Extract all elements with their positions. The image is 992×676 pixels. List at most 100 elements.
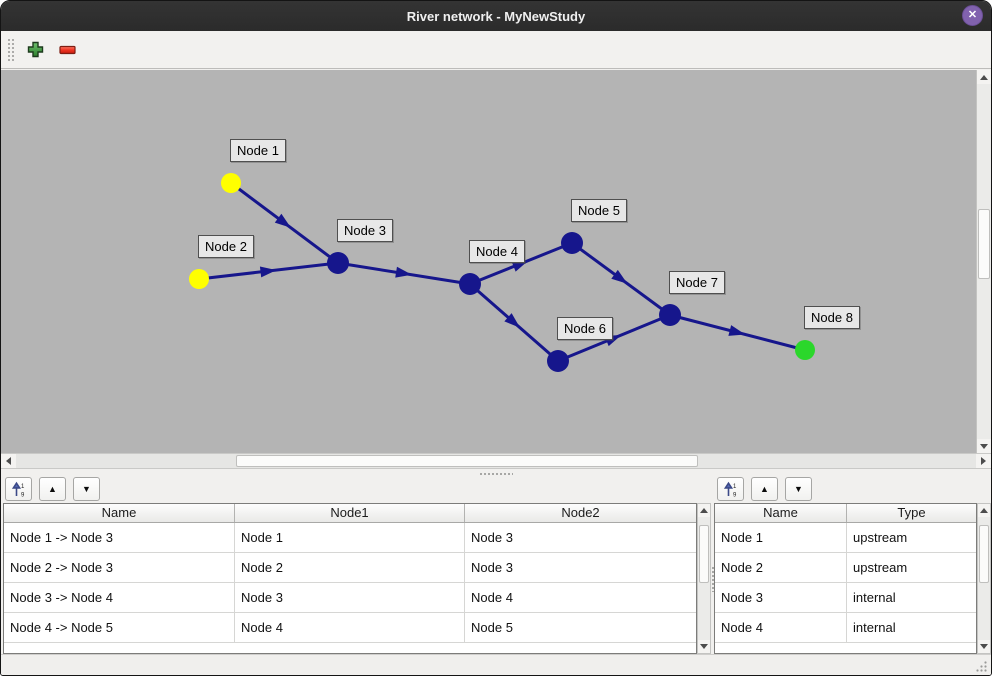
branches-controls: 1 9 ▲ ▼ (5, 477, 100, 501)
horizontal-scroll-thumb[interactable] (236, 455, 698, 467)
sort-numeric-icon: 1 9 (723, 481, 737, 498)
branches-move-down-button[interactable]: ▼ (73, 477, 100, 501)
table-cell[interactable]: Node 2 (235, 553, 465, 582)
table-cell[interactable]: Node 3 (471, 560, 513, 575)
table-cell[interactable]: upstream (853, 530, 908, 545)
sort-numeric-icon: 1 9 (11, 481, 25, 498)
canvas-horizontal-scrollbar[interactable] (1, 453, 991, 469)
table-cell[interactable]: Node 3 (471, 530, 513, 545)
table-cell[interactable]: Node 2 (715, 553, 847, 582)
svg-text:1: 1 (733, 483, 737, 489)
table-cell[interactable]: Node 1 (235, 523, 465, 552)
remove-icon (59, 45, 76, 54)
vertical-scroll-thumb[interactable] (979, 525, 989, 583)
graph-node[interactable] (561, 232, 583, 254)
scroll-down-button[interactable] (978, 640, 990, 653)
branches-move-up-button[interactable]: ▲ (39, 477, 66, 501)
column-header[interactable]: Name (715, 504, 847, 522)
table-cell[interactable]: Node 1 -> Node 3 (4, 523, 235, 552)
nodes-move-up-button[interactable]: ▲ (751, 477, 778, 501)
scroll-up-button[interactable] (698, 504, 710, 517)
node-label: Node 7 (669, 271, 725, 294)
toolbar (1, 31, 991, 69)
table-row[interactable]: Node 1 upstream (715, 523, 976, 553)
table-cell[interactable]: Node 1 (715, 523, 847, 552)
graph-node[interactable] (659, 304, 681, 326)
node-label: Node 4 (469, 240, 525, 263)
column-header[interactable]: Node2 (561, 505, 600, 520)
graph-node[interactable] (547, 350, 569, 372)
status-bar (1, 654, 991, 675)
table-cell[interactable]: Node 4 (471, 590, 513, 605)
scroll-down-button[interactable] (977, 439, 991, 453)
column-header[interactable]: Name (4, 504, 235, 522)
graph-node[interactable] (459, 273, 481, 295)
table-header: Name Type (715, 504, 976, 523)
add-icon (27, 41, 43, 58)
move-up-icon: ▲ (48, 483, 57, 494)
column-header[interactable]: Node1 (235, 504, 465, 522)
move-down-icon: ▼ (82, 483, 91, 494)
nodes-sort-button[interactable]: 1 9 (717, 477, 744, 501)
scroll-up-button[interactable] (977, 70, 991, 84)
graph-node[interactable] (327, 252, 349, 274)
vertical-scroll-thumb[interactable] (978, 209, 990, 279)
table-cell[interactable]: Node 2 -> Node 3 (4, 553, 235, 582)
scroll-down-button[interactable] (698, 640, 710, 653)
tables-splitter[interactable] (711, 503, 714, 654)
table-cell[interactable]: Node 5 (471, 620, 513, 635)
nodes-table-scrollbar[interactable] (977, 503, 991, 654)
branches-table-scrollbar[interactable] (697, 503, 711, 654)
table-controls-row: 1 9 ▲ ▼ 1 9 ▲ ▼ (1, 476, 991, 503)
table-cell[interactable]: Node 4 (715, 613, 847, 642)
table-row[interactable]: Node 2 upstream (715, 553, 976, 583)
table-cell[interactable]: Node 4 (235, 613, 465, 642)
node-label: Node 6 (557, 317, 613, 340)
flow-direction-arrow-icon (395, 266, 412, 278)
table-cell[interactable]: Node 4 -> Node 5 (4, 613, 235, 642)
scroll-right-button[interactable] (976, 454, 991, 468)
table-cell[interactable]: Node 3 (235, 583, 465, 612)
close-button[interactable]: ✕ (962, 5, 983, 26)
move-down-icon: ▼ (794, 483, 803, 494)
river-network-graph (189, 173, 815, 372)
canvas-vertical-scrollbar[interactable] (976, 70, 991, 453)
remove-branch-button[interactable] (55, 37, 81, 63)
branches-sort-button[interactable]: 1 9 (5, 477, 32, 501)
table-cell[interactable]: upstream (853, 560, 908, 575)
table-cell[interactable]: Node 3 (715, 583, 847, 612)
resize-grip[interactable] (974, 659, 988, 673)
vertical-scroll-thumb[interactable] (699, 525, 709, 583)
nodes-controls: 1 9 ▲ ▼ (717, 477, 812, 501)
graph-node[interactable] (221, 173, 241, 193)
add-branch-button[interactable] (22, 37, 48, 63)
toolbar-drag-handle[interactable] (7, 37, 14, 62)
graph-node[interactable] (795, 340, 815, 360)
scroll-left-button[interactable] (1, 454, 16, 468)
flow-direction-arrow-icon (611, 269, 628, 284)
table-row[interactable]: Node 4 internal (715, 613, 976, 643)
graph-node[interactable] (189, 269, 209, 289)
scroll-up-button[interactable] (978, 504, 990, 517)
node-label: Node 2 (198, 235, 254, 258)
titlebar[interactable]: River network - MyNewStudy ✕ (1, 1, 991, 31)
table-cell[interactable]: Node 3 -> Node 4 (4, 583, 235, 612)
column-header[interactable]: Type (897, 505, 926, 520)
pane-splitter[interactable] (1, 471, 991, 476)
arrow-up-icon (700, 508, 708, 513)
node-label: Node 8 (804, 306, 860, 329)
table-row[interactable]: Node 3 internal (715, 583, 976, 613)
table-cell[interactable]: internal (853, 620, 896, 635)
nodes-move-down-button[interactable]: ▼ (785, 477, 812, 501)
node-label: Node 1 (230, 139, 286, 162)
table-cell[interactable]: internal (853, 590, 896, 605)
